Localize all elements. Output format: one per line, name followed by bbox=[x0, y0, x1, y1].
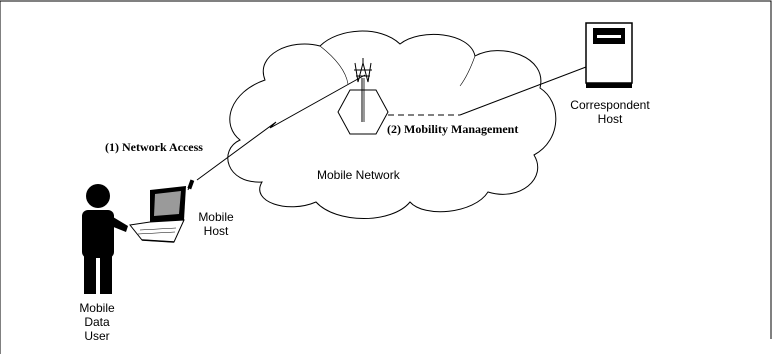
mobile-host-line1: Mobile bbox=[198, 210, 234, 224]
mobile-data-user-line3: User bbox=[84, 329, 110, 343]
correspondent-host-line1: Correspondent bbox=[570, 98, 650, 112]
correspondent-host-line2: Host bbox=[597, 112, 623, 126]
mobile-network-label: Mobile Network bbox=[317, 168, 400, 182]
step-mobility-management-label: (2) Mobility Management bbox=[387, 122, 519, 136]
cloud-inner-lobe bbox=[459, 55, 476, 87]
mobile-host-label: Mobile Host bbox=[193, 210, 239, 238]
cloud-icon bbox=[227, 30, 557, 219]
solid-host-link bbox=[459, 66, 587, 116]
mobile-host-line2: Host bbox=[203, 224, 229, 238]
server-tower-icon bbox=[585, 22, 633, 88]
mobile-data-user-line2: Data bbox=[84, 315, 110, 329]
mobile-data-user-label: Mobile Data User bbox=[72, 301, 122, 343]
cloud-inner-lobe bbox=[319, 45, 349, 85]
radio-antenna-icon bbox=[354, 58, 372, 83]
step-network-access-label: (1) Network Access bbox=[105, 140, 203, 154]
laptop-icon bbox=[129, 179, 195, 243]
mobile-data-user-line1: Mobile bbox=[79, 301, 115, 315]
hexagon-base-station-icon bbox=[337, 89, 389, 135]
wireless-link bbox=[196, 74, 366, 181]
correspondent-host-label: Correspondent Host bbox=[560, 98, 660, 126]
person-silhouette-icon bbox=[82, 184, 128, 294]
